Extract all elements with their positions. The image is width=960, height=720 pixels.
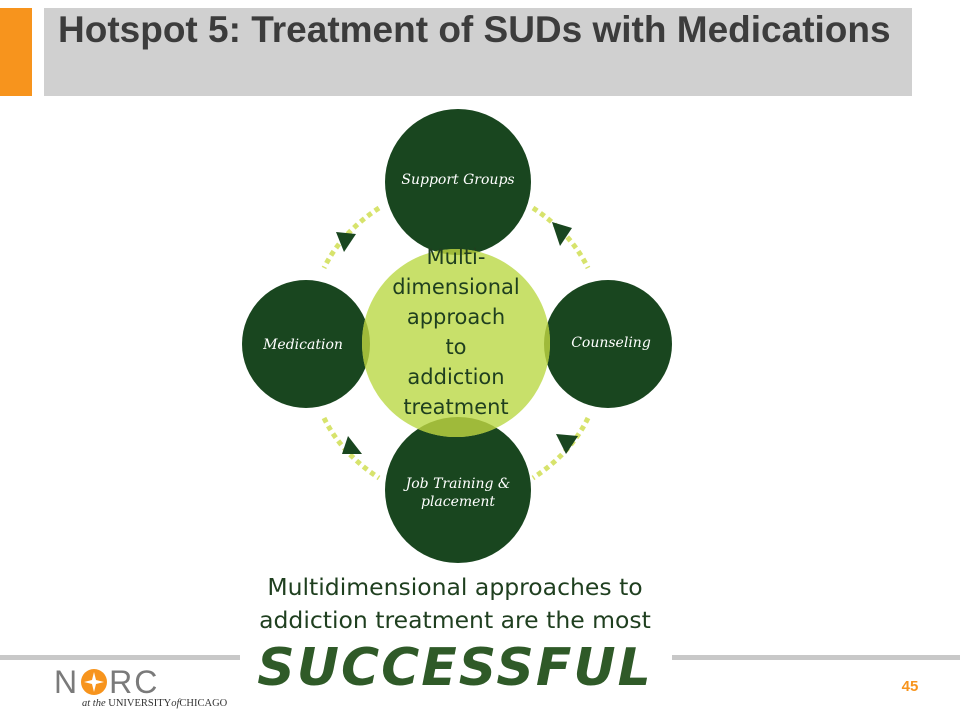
center-line: Multi- [427,245,486,269]
slide-title: Hotspot 5: Treatment of SUDs with Medica… [58,9,891,50]
node-medication [242,280,370,408]
cycle-arrow-icon [336,232,356,252]
footer-divider-right [672,655,960,660]
caption-line-2: addiction treatment are the most [259,606,651,634]
center-line: approach [407,305,505,329]
node-counseling [544,280,672,408]
logo-letter-n: N [54,664,80,700]
title-accent-bar [0,8,32,96]
center-line: addiction [407,365,504,389]
cycle-arrow-icon [556,434,578,454]
norc-logo: N RC at the UNIVERSITYofCHICAGO [54,664,234,714]
node-label-bottom-2: placement [421,494,495,510]
logo-sub-city: CHICAGO [179,698,228,709]
logo-sun-icon [81,669,108,695]
logo-sub-prefix: at the [82,698,109,709]
title-bar: Hotspot 5: Treatment of SUDs with Medica… [44,8,912,96]
cycle-arrows [321,205,591,481]
arc-bottom-right [531,416,591,481]
center-line: treatment [403,395,508,419]
caption: Multidimensional approaches to addiction… [240,571,670,637]
cycle-arrow-icon [552,222,572,246]
logo-letters-rc: RC [109,664,160,700]
node-label-left: Medication [262,337,343,353]
center-line: dimensional [392,275,520,299]
treatment-diagram: Support Groups Counseling Job Training &… [236,108,676,568]
caption-line-1: Multidimensional approaches to [267,573,643,601]
treatment-diagram-svg: Support Groups Counseling Job Training &… [242,109,672,563]
arc-top-right [531,205,591,270]
node-label-bottom-1: Job Training & [403,476,511,492]
center-line: to [445,335,466,359]
logo-subtitle: at the UNIVERSITYofCHICAGO [82,697,227,711]
footer-divider-left [0,655,240,660]
node-job-training [385,417,531,563]
center-circle [362,249,550,437]
logo-wordmark: N RC [54,664,159,700]
logo-sub-of: of [171,698,180,709]
logo-sub-univ: UNIVERSITY [108,698,172,709]
caption-emphasis: SUCCESSFUL [257,638,653,698]
node-support-groups [385,109,531,255]
arc-top-left [321,205,381,270]
center-label: Multi- dimensional approach to addiction… [392,245,520,419]
page-number: 45 [901,678,919,695]
node-label-top: Support Groups [401,172,514,188]
cycle-arrow-icon [342,436,362,454]
node-label-right: Counseling [571,335,651,351]
